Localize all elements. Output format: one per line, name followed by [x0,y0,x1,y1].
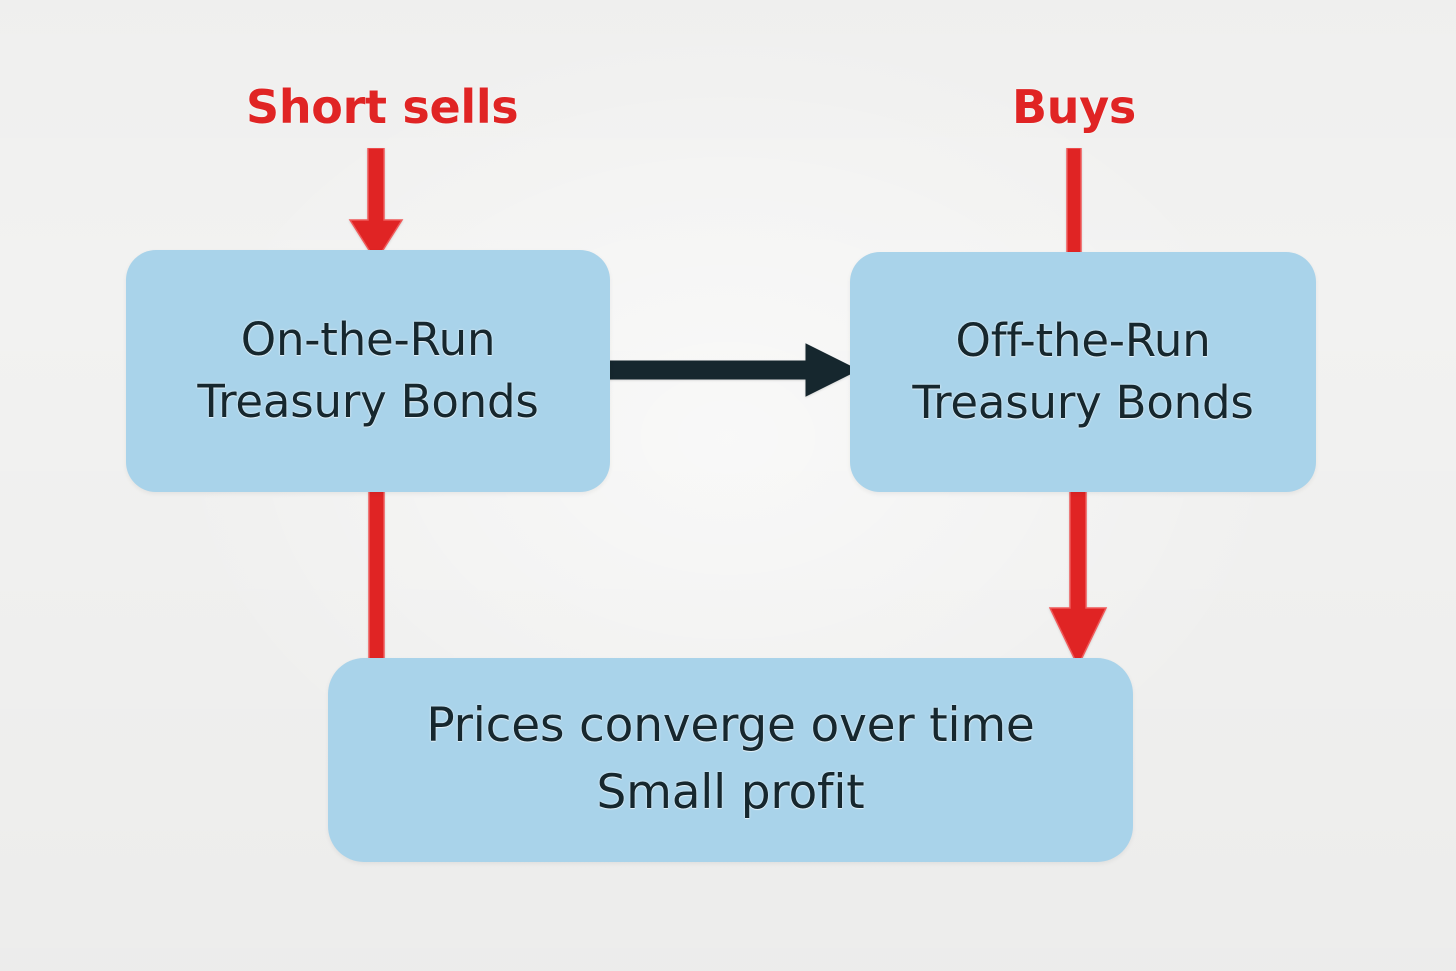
right-arrow-icon-on-the-run-to-off-the-run [600,343,860,397]
node-outcome-prices-converge[interactable]: Prices converge over time Small profit [328,658,1133,862]
node-off-the-run-label: Off-the-Run Treasury Bonds [912,313,1254,429]
down-arrow-icon-short-sells-to-on-the-run [348,148,404,263]
node-on-the-run-treasury-bonds[interactable]: On-the-Run Treasury Bonds [126,250,610,492]
down-arrow-icon-off-the-run-to-outcome [1048,480,1108,668]
vertical-line-icon-buys-to-off-the-run [1066,148,1082,263]
caption-buys: Buys [1012,80,1136,134]
caption-short-sells: Short sells [246,80,519,134]
node-off-the-run-treasury-bonds[interactable]: Off-the-Run Treasury Bonds [850,252,1316,492]
node-outcome-label: Prices converge over time Small profit [426,698,1035,820]
node-on-the-run-label: On-the-Run Treasury Bonds [197,312,539,428]
vertical-line-icon-on-the-run-to-outcome [368,480,385,670]
